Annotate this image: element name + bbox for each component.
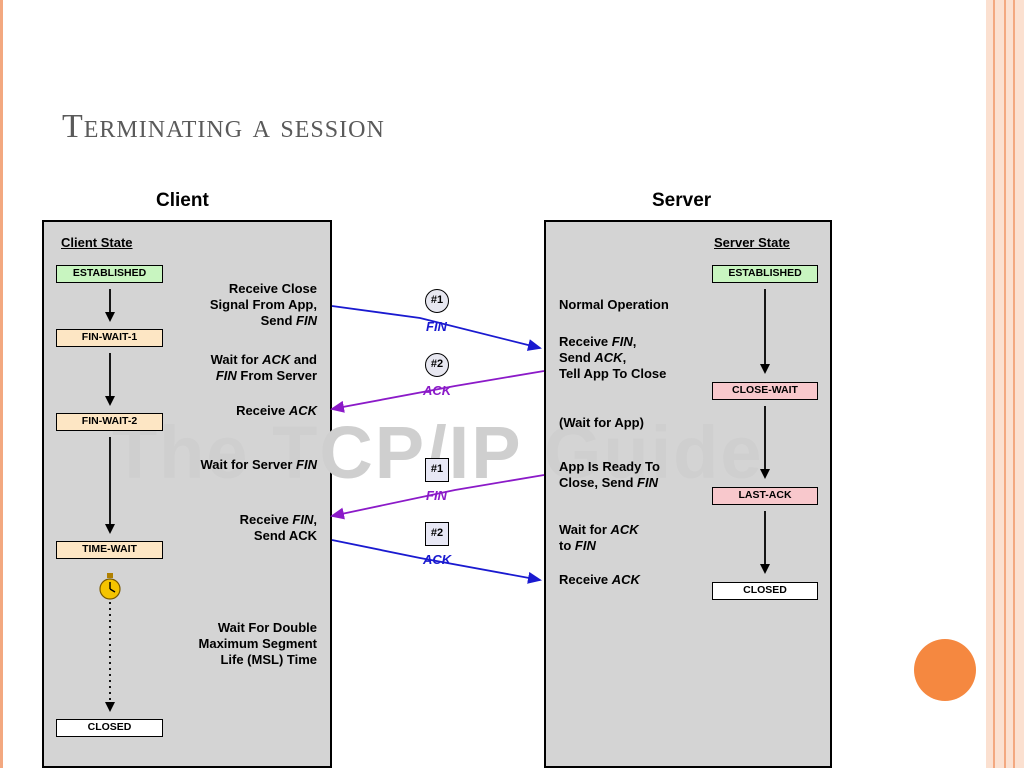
client-step-wait-msl: Wait For Double Maximum Segment Life (MS…	[198, 620, 317, 667]
client-state-established: ESTABLISHED	[56, 265, 163, 283]
server-step-app-ready: App Is Ready To Close, Send FIN	[559, 459, 660, 490]
server-state-closed: CLOSED	[712, 582, 818, 600]
server-step-receive-ack: Receive ACK	[559, 572, 640, 587]
client-step-receive-ack: Receive ACK	[236, 403, 317, 418]
slide-left-border	[0, 0, 3, 768]
server-step-wait-for-app: (Wait for App)	[559, 415, 644, 430]
client-state-fin-wait-1: FIN-WAIT-1	[56, 329, 163, 347]
message-arrow-ack-4	[331, 539, 542, 584]
timer-icon	[99, 573, 121, 600]
message-arrow-fin-3	[330, 474, 545, 520]
server-state-last-ack: LAST-ACK	[712, 487, 818, 505]
message-badge-2: #2	[425, 353, 449, 377]
message-label-ack-4: ACK	[423, 552, 452, 567]
server-state-heading: Server State	[714, 235, 790, 250]
server-step-normal-operation: Normal Operation	[559, 297, 669, 312]
server-state-close-wait: CLOSE-WAIT	[712, 382, 818, 400]
server-state-established: ESTABLISHED	[712, 265, 818, 283]
client-step-close-signal: Receive Close Signal From App, Send FIN	[209, 281, 317, 328]
client-heading: Client	[156, 190, 209, 211]
message-label-ack-2: ACK	[423, 383, 452, 398]
message-badge-3: #1	[425, 458, 449, 482]
server-heading: Server	[652, 190, 712, 211]
message-arrow-ack-2	[330, 370, 545, 413]
client-state-heading: Client State	[61, 235, 133, 250]
message-badge-1: #1	[425, 289, 449, 313]
client-state-time-wait: TIME-WAIT	[56, 541, 163, 559]
server-step-wait-ack: Wait for ACK to FIN	[559, 522, 639, 553]
slide-right-line	[1013, 0, 1015, 768]
slide-right-line	[1004, 0, 1006, 768]
server-step-receive-fin: Receive FIN, Send ACK, Tell App To Close	[559, 334, 667, 381]
slide-right-line	[993, 0, 995, 768]
client-step-wait-server-fin: Wait for Server FIN	[200, 457, 317, 472]
decorative-orange-circle	[914, 639, 976, 701]
client-state-closed: CLOSED	[56, 719, 163, 737]
client-step-wait-ack-fin: Wait for ACK and FIN From Server	[210, 352, 317, 383]
message-label-fin-1: FIN	[426, 319, 447, 334]
client-state-fin-wait-2: FIN-WAIT-2	[56, 413, 163, 431]
client-step-receive-fin-send-ack: Receive FIN, Send ACK	[239, 512, 317, 543]
message-label-fin-3: FIN	[426, 488, 447, 503]
message-arrow-fin-1	[331, 305, 542, 351]
client-panel	[42, 220, 332, 768]
message-badge-4: #2	[425, 522, 449, 546]
slide-title: Terminating a session	[62, 108, 385, 145]
